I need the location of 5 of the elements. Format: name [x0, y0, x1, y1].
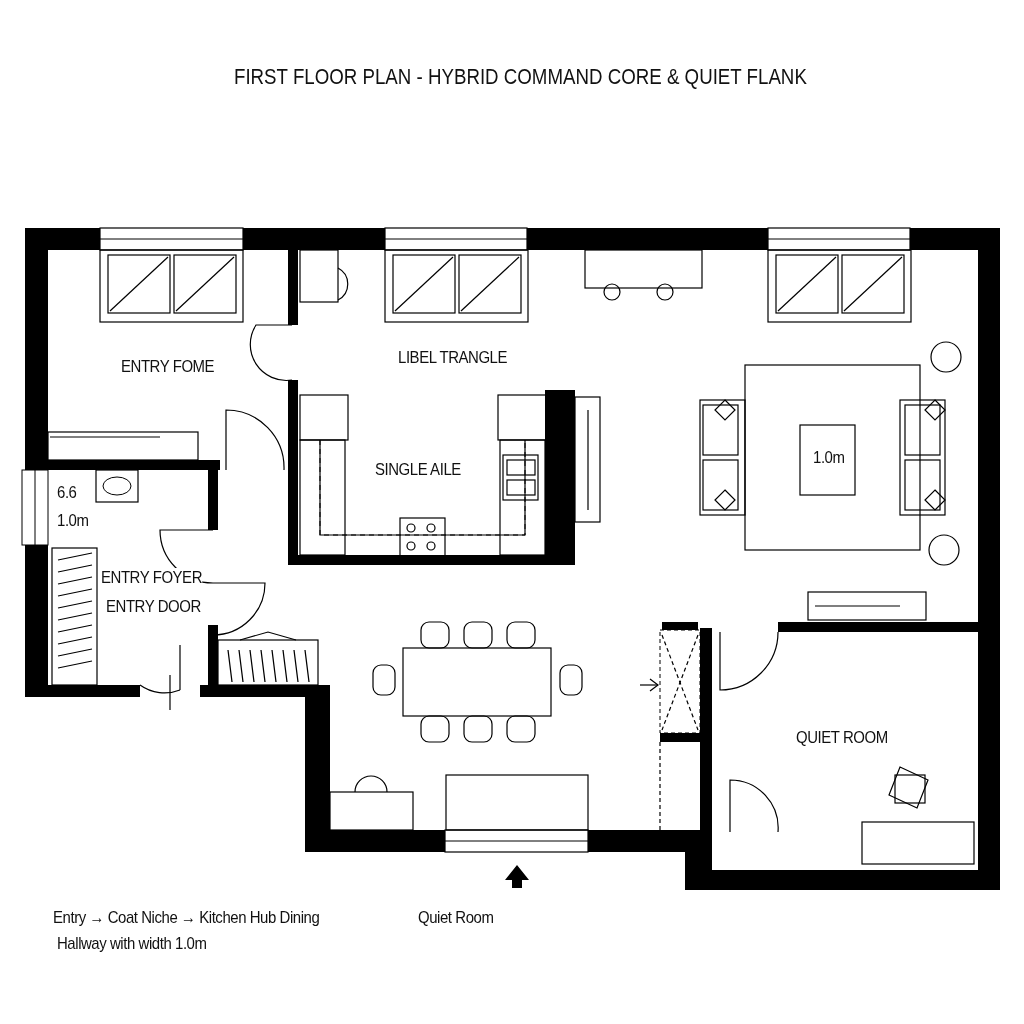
route-note: Quiet Room	[418, 908, 494, 928]
room-label: QUIET ROOM	[796, 728, 888, 748]
route-note: Entry → Coat Niche → Kitchen Hub Dining	[53, 908, 320, 928]
plan-title: FIRST FLOOR PLAN - HYBRID COMMAND CORE & QUIET FLANK	[234, 64, 807, 90]
note-text: Hallway with width 1.0m	[57, 934, 207, 954]
